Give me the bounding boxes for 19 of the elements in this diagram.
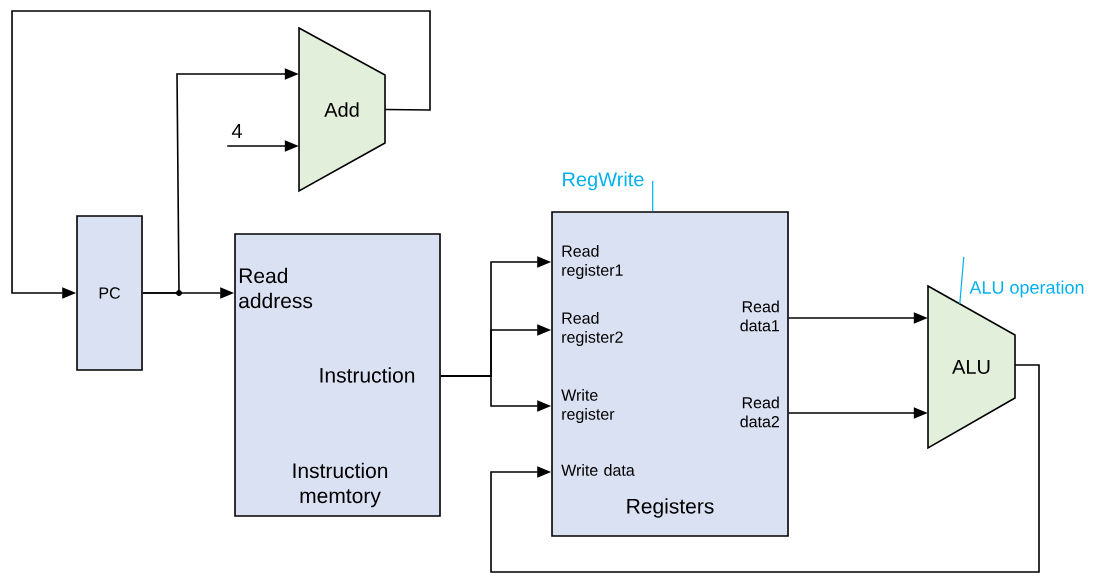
control-line — [652, 180, 654, 212]
port-label: Write register — [561, 389, 615, 423]
memory-box — [234, 233, 441, 517]
port-label: Instruction — [320, 367, 415, 383]
register-file-box — [551, 211, 789, 537]
control-line — [959, 256, 965, 305]
arrow — [490, 364, 1040, 573]
control-signal-label: RegWrite — [563, 171, 644, 191]
port-label: Read register1 — [562, 245, 623, 279]
arrow — [11, 10, 431, 299]
port-label: Write data — [561, 464, 635, 476]
port-label: Read data1 — [740, 300, 779, 332]
port-label: Read register2 — [562, 312, 623, 346]
unit-label: Instruction memtory — [293, 462, 388, 508]
pc-box: PC — [76, 215, 143, 371]
port-label: Read data2 — [740, 396, 779, 428]
port-label: Read address — [239, 267, 313, 309]
unit-label: Registers — [627, 498, 714, 518]
input-label: 4 — [231, 124, 242, 138]
